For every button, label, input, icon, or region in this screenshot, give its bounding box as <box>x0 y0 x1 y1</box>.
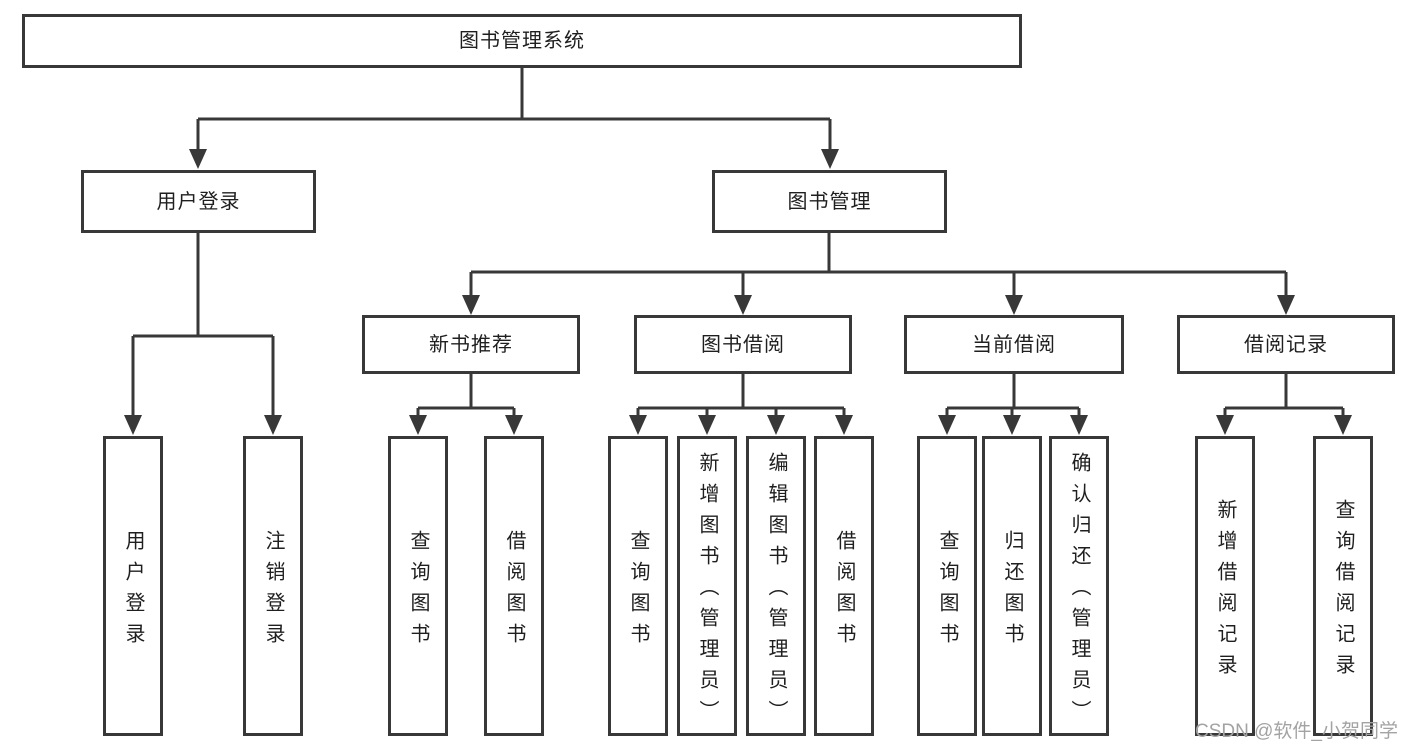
leaf-return-books: 归还图书 <box>982 436 1042 736</box>
leaf-confirm-return-admin: 确认归还（管理员） <box>1049 436 1109 736</box>
node-library-management-system: 图书管理系统 <box>22 14 1022 68</box>
leaf-query-books-borrowing: 查询图书 <box>608 436 668 736</box>
node-label: 图书借阅 <box>701 333 785 356</box>
leaf-logout: 注销登录 <box>243 436 303 736</box>
node-label: 新书推荐 <box>429 333 513 356</box>
node-book-borrowing: 图书借阅 <box>634 315 852 374</box>
leaf-query-books-current: 查询图书 <box>917 436 977 736</box>
leaf-query-borrow-record: 查询借阅记录 <box>1313 436 1373 736</box>
node-label: 用户登录 <box>122 529 144 654</box>
leaf-edit-books-admin: 编辑图书（管理员） <box>746 436 806 736</box>
node-label: 新增图书（管理员） <box>696 452 718 731</box>
node-label: 查询借阅记录 <box>1332 498 1354 685</box>
node-label: 查询图书 <box>627 529 649 654</box>
node-label: 新增借阅记录 <box>1214 498 1236 685</box>
node-label: 编辑图书（管理员） <box>765 452 787 731</box>
node-label: 查询图书 <box>936 529 958 654</box>
node-label: 注销登录 <box>262 529 284 654</box>
leaf-add-books-admin: 新增图书（管理员） <box>677 436 737 736</box>
node-label: 用户登录 <box>156 190 241 213</box>
arrow-lines <box>124 119 1352 435</box>
node-label: 确认归还（管理员） <box>1068 452 1090 731</box>
node-label: 查询图书 <box>407 529 429 654</box>
node-new-book-recommend: 新书推荐 <box>362 315 580 374</box>
node-user-login-branch: 用户登录 <box>81 170 316 233</box>
node-label: 借阅图书 <box>833 529 855 654</box>
node-label: 归还图书 <box>1001 529 1023 654</box>
node-label: 图书管理 <box>787 190 872 213</box>
leaf-borrow-books-borrowing: 借阅图书 <box>814 436 874 736</box>
csdn-watermark: CSDN @软件_小贺同学 <box>1195 721 1398 742</box>
node-label: 借阅图书 <box>503 529 525 654</box>
node-current-borrowing: 当前借阅 <box>904 315 1124 374</box>
node-label: 图书管理系统 <box>459 30 585 52</box>
node-label: 借阅记录 <box>1244 333 1328 356</box>
leaf-add-borrow-record: 新增借阅记录 <box>1195 436 1255 736</box>
leaf-user-login: 用户登录 <box>103 436 163 736</box>
node-label: 当前借阅 <box>972 333 1056 356</box>
node-book-management: 图书管理 <box>712 170 947 233</box>
leaf-borrow-books-recommend: 借阅图书 <box>484 436 544 736</box>
node-borrow-records: 借阅记录 <box>1177 315 1395 374</box>
leaf-query-books-recommend: 查询图书 <box>388 436 448 736</box>
